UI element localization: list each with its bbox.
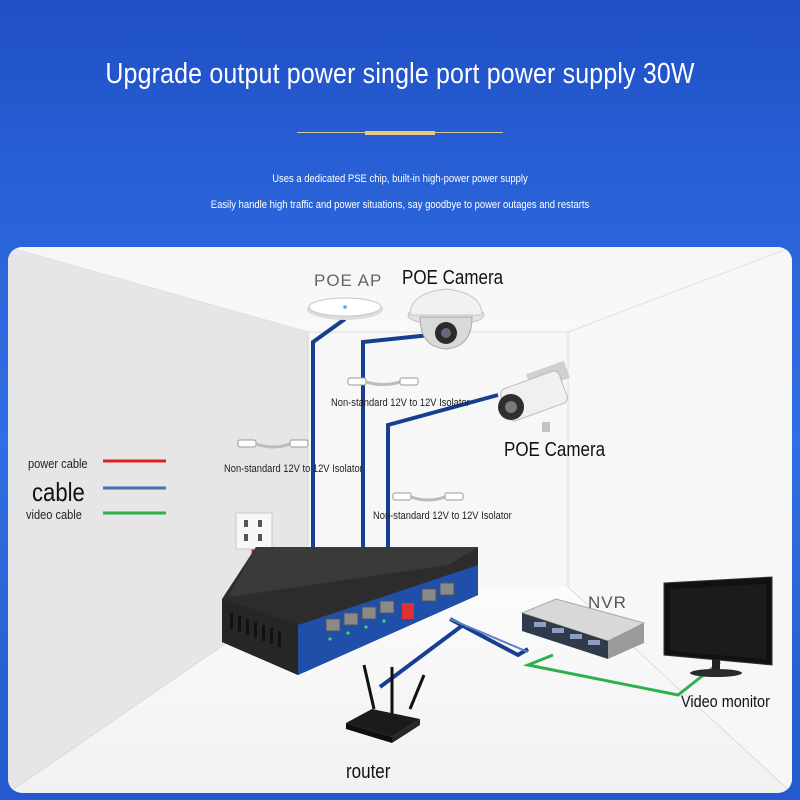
title-divider-accent (365, 131, 435, 135)
label-nvr: NVR (588, 593, 627, 612)
ceiling-line-right (567, 247, 792, 333)
ceiling-ap-icon (307, 297, 383, 320)
bullet-camera-icon (498, 360, 570, 432)
left-wall (8, 247, 308, 793)
page-title: Upgrade output power single port power s… (105, 58, 695, 90)
header-banner: Upgrade output power single port power s… (0, 0, 800, 245)
dome-camera-icon (407, 288, 485, 350)
label-poe-camera-top: POE Camera (402, 267, 504, 289)
legend-power-cable: power cable (28, 456, 88, 471)
cable-poe-camera-top (361, 333, 431, 625)
network-diagram (8, 247, 792, 793)
poe-switch-icon (222, 547, 478, 675)
isolator-icon (347, 377, 419, 386)
cable-uplink (449, 618, 529, 653)
subtitle-line-2: Easily handle high traffic and power sit… (210, 199, 590, 211)
label-router: router (346, 761, 391, 783)
label-video-monitor: Video monitor (681, 692, 770, 711)
subtitle-line-1: Uses a dedicated PSE chip, built-in high… (272, 173, 528, 185)
isolator-icon-2 (237, 439, 309, 449)
router-icon (346, 664, 426, 743)
legend-video-cable: video cable (26, 507, 82, 522)
network-diagram-panel: POE AP POE Camera POE Camera Non-standar… (8, 247, 792, 793)
label-isolator-2: Non-standard 12V to 12V Isolator (224, 463, 363, 475)
back-wall (308, 247, 792, 793)
nvr-icon (520, 598, 646, 659)
ceiling-line-left (8, 247, 309, 333)
video-cable (522, 653, 721, 697)
cable-switch-router (378, 623, 465, 689)
isolator-icon-3 (392, 492, 464, 502)
label-poe-ap: POE AP (314, 271, 383, 290)
wall-socket-icon (235, 512, 273, 550)
legend-cable: cable (32, 477, 85, 507)
monitor-icon (663, 576, 773, 677)
label-isolator-3: Non-standard 12V to 12V Isolator (373, 510, 512, 522)
label-poe-camera-right: POE Camera (504, 439, 606, 461)
label-isolator-1: Non-standard 12V to 12V Isolator (331, 397, 470, 409)
